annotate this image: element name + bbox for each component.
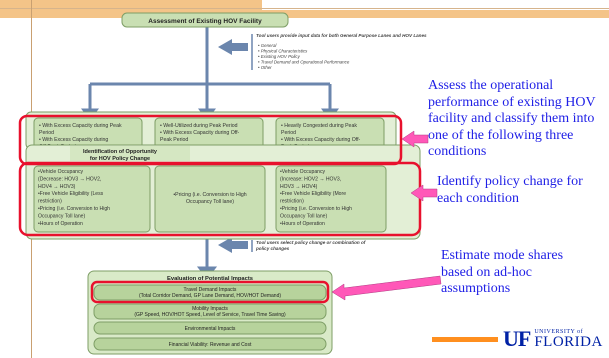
uf-monogram: UF (503, 326, 531, 351)
condition-line: • Well-Utilized during Peak Period (160, 123, 238, 129)
input-arrow (218, 39, 248, 253)
policy-line: •Hours of Operation (280, 221, 325, 227)
policy-line: •Vehicle Occupancy (280, 169, 326, 175)
select-note: Tool users select policy change or combi… (251, 240, 366, 252)
impact-line: Environmental Impacts (185, 326, 236, 332)
impact-line: (Total Corridor Demand, GP Lane Demand, … (139, 293, 281, 299)
condition-line: Period (281, 130, 296, 136)
policy-line: restriction) (38, 199, 62, 205)
evaluation-title: Evaluation of Potential Impacts (167, 276, 253, 282)
annotation-identify: Identify policy change for each conditio… (437, 174, 583, 206)
policy-line: Occupancy Toll lane) (38, 213, 85, 219)
highlight-travel-demand (90, 280, 330, 304)
pink-arrow-identify (410, 184, 438, 202)
policy-line: •Pricing (i.e. Conversion to High (38, 206, 110, 212)
uf-logo: UF UNIVERSITY of FLORIDA (503, 326, 603, 352)
impact-box (93, 321, 327, 335)
logo-florida: FLORIDA (534, 333, 603, 350)
logo-rule (432, 337, 498, 342)
policy-line: •Pricing (i.e. Conversion to High (280, 206, 352, 212)
impact-box (93, 303, 327, 320)
policy-box (33, 165, 151, 233)
impact-box (93, 337, 327, 351)
assessment-box (121, 12, 289, 28)
pink-arrow-assess (401, 130, 429, 148)
opportunity-title-box (70, 146, 190, 161)
select-note-line: Tool users select policy change or combi… (256, 240, 366, 245)
impact-line: Mobility Impacts (192, 306, 228, 312)
policy-line: •Vehicle Occupancy (38, 169, 84, 175)
policy-line: HOV4 → HOV3) (38, 184, 76, 190)
policy-line: •Free Vehicle Eligibility (More (280, 191, 346, 197)
pink-arrows (331, 130, 442, 301)
policy-line: •Hours of Operation (38, 221, 83, 227)
policy-line: HOV3 → HOV4) (280, 184, 318, 190)
condition-line: Peak Period (160, 137, 188, 143)
annotation-assess: Assess the operational performance of ex… (428, 78, 596, 159)
condition-line: • With Excess Capacity during Off- (160, 130, 240, 136)
pink-arrow-estimate (331, 275, 442, 301)
input-note-item: • Existing HOV Policy (258, 54, 301, 59)
policy-box (275, 165, 387, 233)
select-note-line: policy changes (255, 246, 290, 251)
policy-line: •Pricing (i.e. Conversion to High (173, 192, 246, 198)
condition-line: • With Excess Capacity during (39, 137, 108, 143)
opportunity-title-line-2: for HOV Policy Change (90, 156, 150, 162)
impact-line: Financial Viability: Revenue and Cost (169, 342, 252, 348)
input-note-title: Tool users provide input data for both G… (256, 33, 427, 38)
condition-line: Period (39, 130, 54, 136)
opportunity-title-line-1: Identification of Opportunity (83, 149, 158, 155)
assessment-title: Assessment of Existing HOV Facility (148, 18, 262, 25)
impact-line: Travel Demand Impacts (184, 287, 237, 293)
condition-line: • With Excess Capacity during Peak (39, 123, 122, 129)
policy-line: •Free Vehicle Eligibility (Less (38, 191, 104, 197)
input-note-item: • Travel Demand and Operational Performa… (258, 60, 350, 65)
logo-university-of: UNIVERSITY of (534, 328, 584, 335)
impact-line: (GP Speed, HOV/HOT Speed, Level of Servi… (134, 312, 286, 318)
policy-box (154, 165, 266, 233)
policy-line: (Decrease: HOV3 → HOV2, (38, 176, 101, 182)
input-note: Tool users provide input data for both G… (251, 33, 427, 70)
header-rule (0, 8, 609, 9)
impact-box (93, 284, 327, 301)
policy-line: restriction) (280, 199, 304, 205)
input-note-item: • Physical Characteristics (258, 49, 308, 54)
policy-line: Occupancy Toll lane) (186, 199, 234, 205)
input-note-item: • General (258, 43, 277, 48)
condition-line: • With Excess Capacity during Off- (281, 137, 361, 143)
condition-line: • Heavily Congested during Peak (281, 123, 357, 129)
policy-line: Occupancy Toll lane) (280, 213, 327, 219)
annotation-estimate: Estimate mode shares based on ad-hoc ass… (441, 248, 564, 296)
policy-line: (Increase: HOV2 → HOV3, (280, 176, 341, 182)
input-note-item: • Other (258, 65, 272, 70)
